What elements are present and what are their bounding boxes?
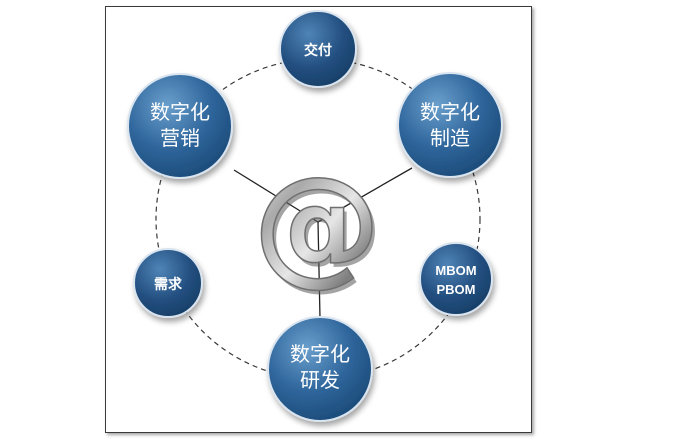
node-marketing-line2: 营销 [160,126,200,150]
node-rnd-line1: 数字化 [290,342,350,366]
connector-manufacturing [317,167,413,223]
node-demand [133,248,203,318]
center-at-icon: @ @ [252,149,384,303]
svg-text:@: @ [253,150,381,299]
node-bom [419,242,493,316]
node-manufacturing-line1: 数字化 [420,100,480,124]
node-rnd-line2: 研发 [300,368,340,392]
node-delivery [279,10,357,88]
node-delivery-label: 交付 [304,42,332,59]
node-manufacturing-line2: 制造 [430,126,470,150]
node-rnd [267,316,373,422]
node-demand-label: 需求 [154,276,183,293]
svg-text:@: @ [256,154,384,303]
connector-rnd [317,221,321,319]
node-bom-line2: PBOM [437,282,476,297]
node-bom-line1: MBOM [435,263,476,278]
node-marketing [127,73,233,179]
connector-marketing [233,169,319,223]
node-marketing-line1: 数字化 [150,100,210,124]
node-manufacturing [397,72,503,178]
